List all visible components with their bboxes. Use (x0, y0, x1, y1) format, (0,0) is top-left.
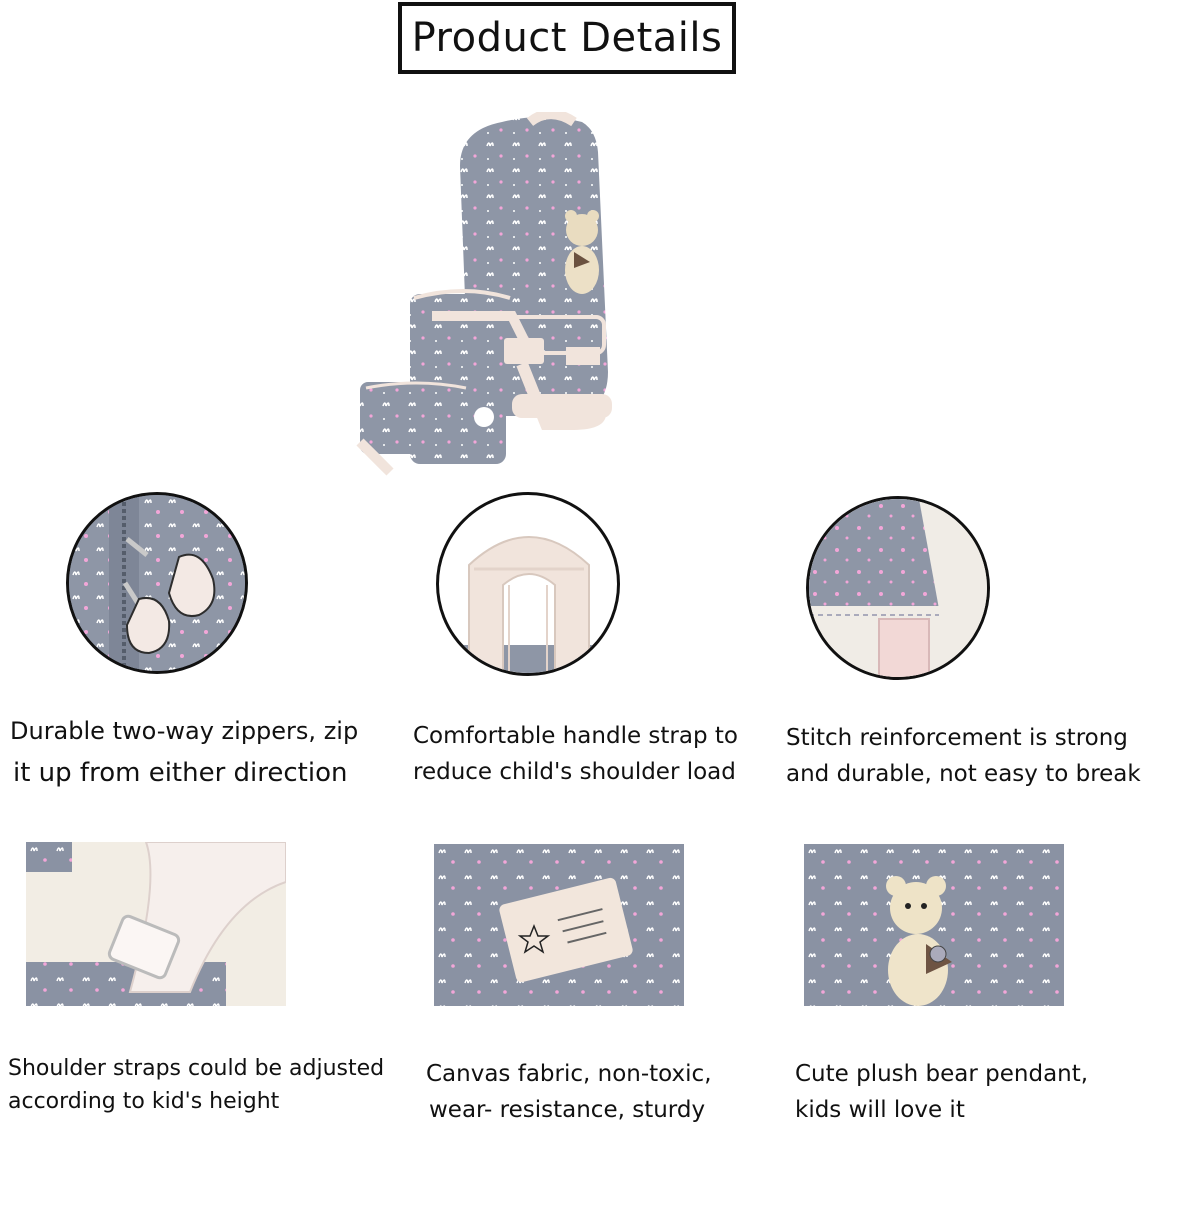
feature-caption: Canvas fabric, non-toxic, wear- resistan… (426, 1061, 712, 1123)
stitch-image (806, 496, 990, 680)
handle-strap-image (436, 492, 620, 676)
feature-caption: Durable two-way zippers, zip it up from … (10, 717, 359, 788)
zipper-image (66, 492, 248, 674)
backpack-set-image (352, 112, 648, 478)
shoulder-strap-image (26, 842, 286, 1006)
feature-caption: Comfortable handle strap to reduce child… (413, 723, 738, 785)
feature-caption: Shoulder straps could be adjusted accord… (8, 1056, 385, 1114)
bear-pendant-image (804, 844, 1064, 1006)
feature-caption: Cute plush bear pendant, kids will love … (795, 1061, 1089, 1123)
feature-caption: Stitch reinforcement is strong and durab… (786, 725, 1141, 787)
canvas-label-image (434, 844, 684, 1006)
page-title: Product Details (398, 2, 736, 74)
